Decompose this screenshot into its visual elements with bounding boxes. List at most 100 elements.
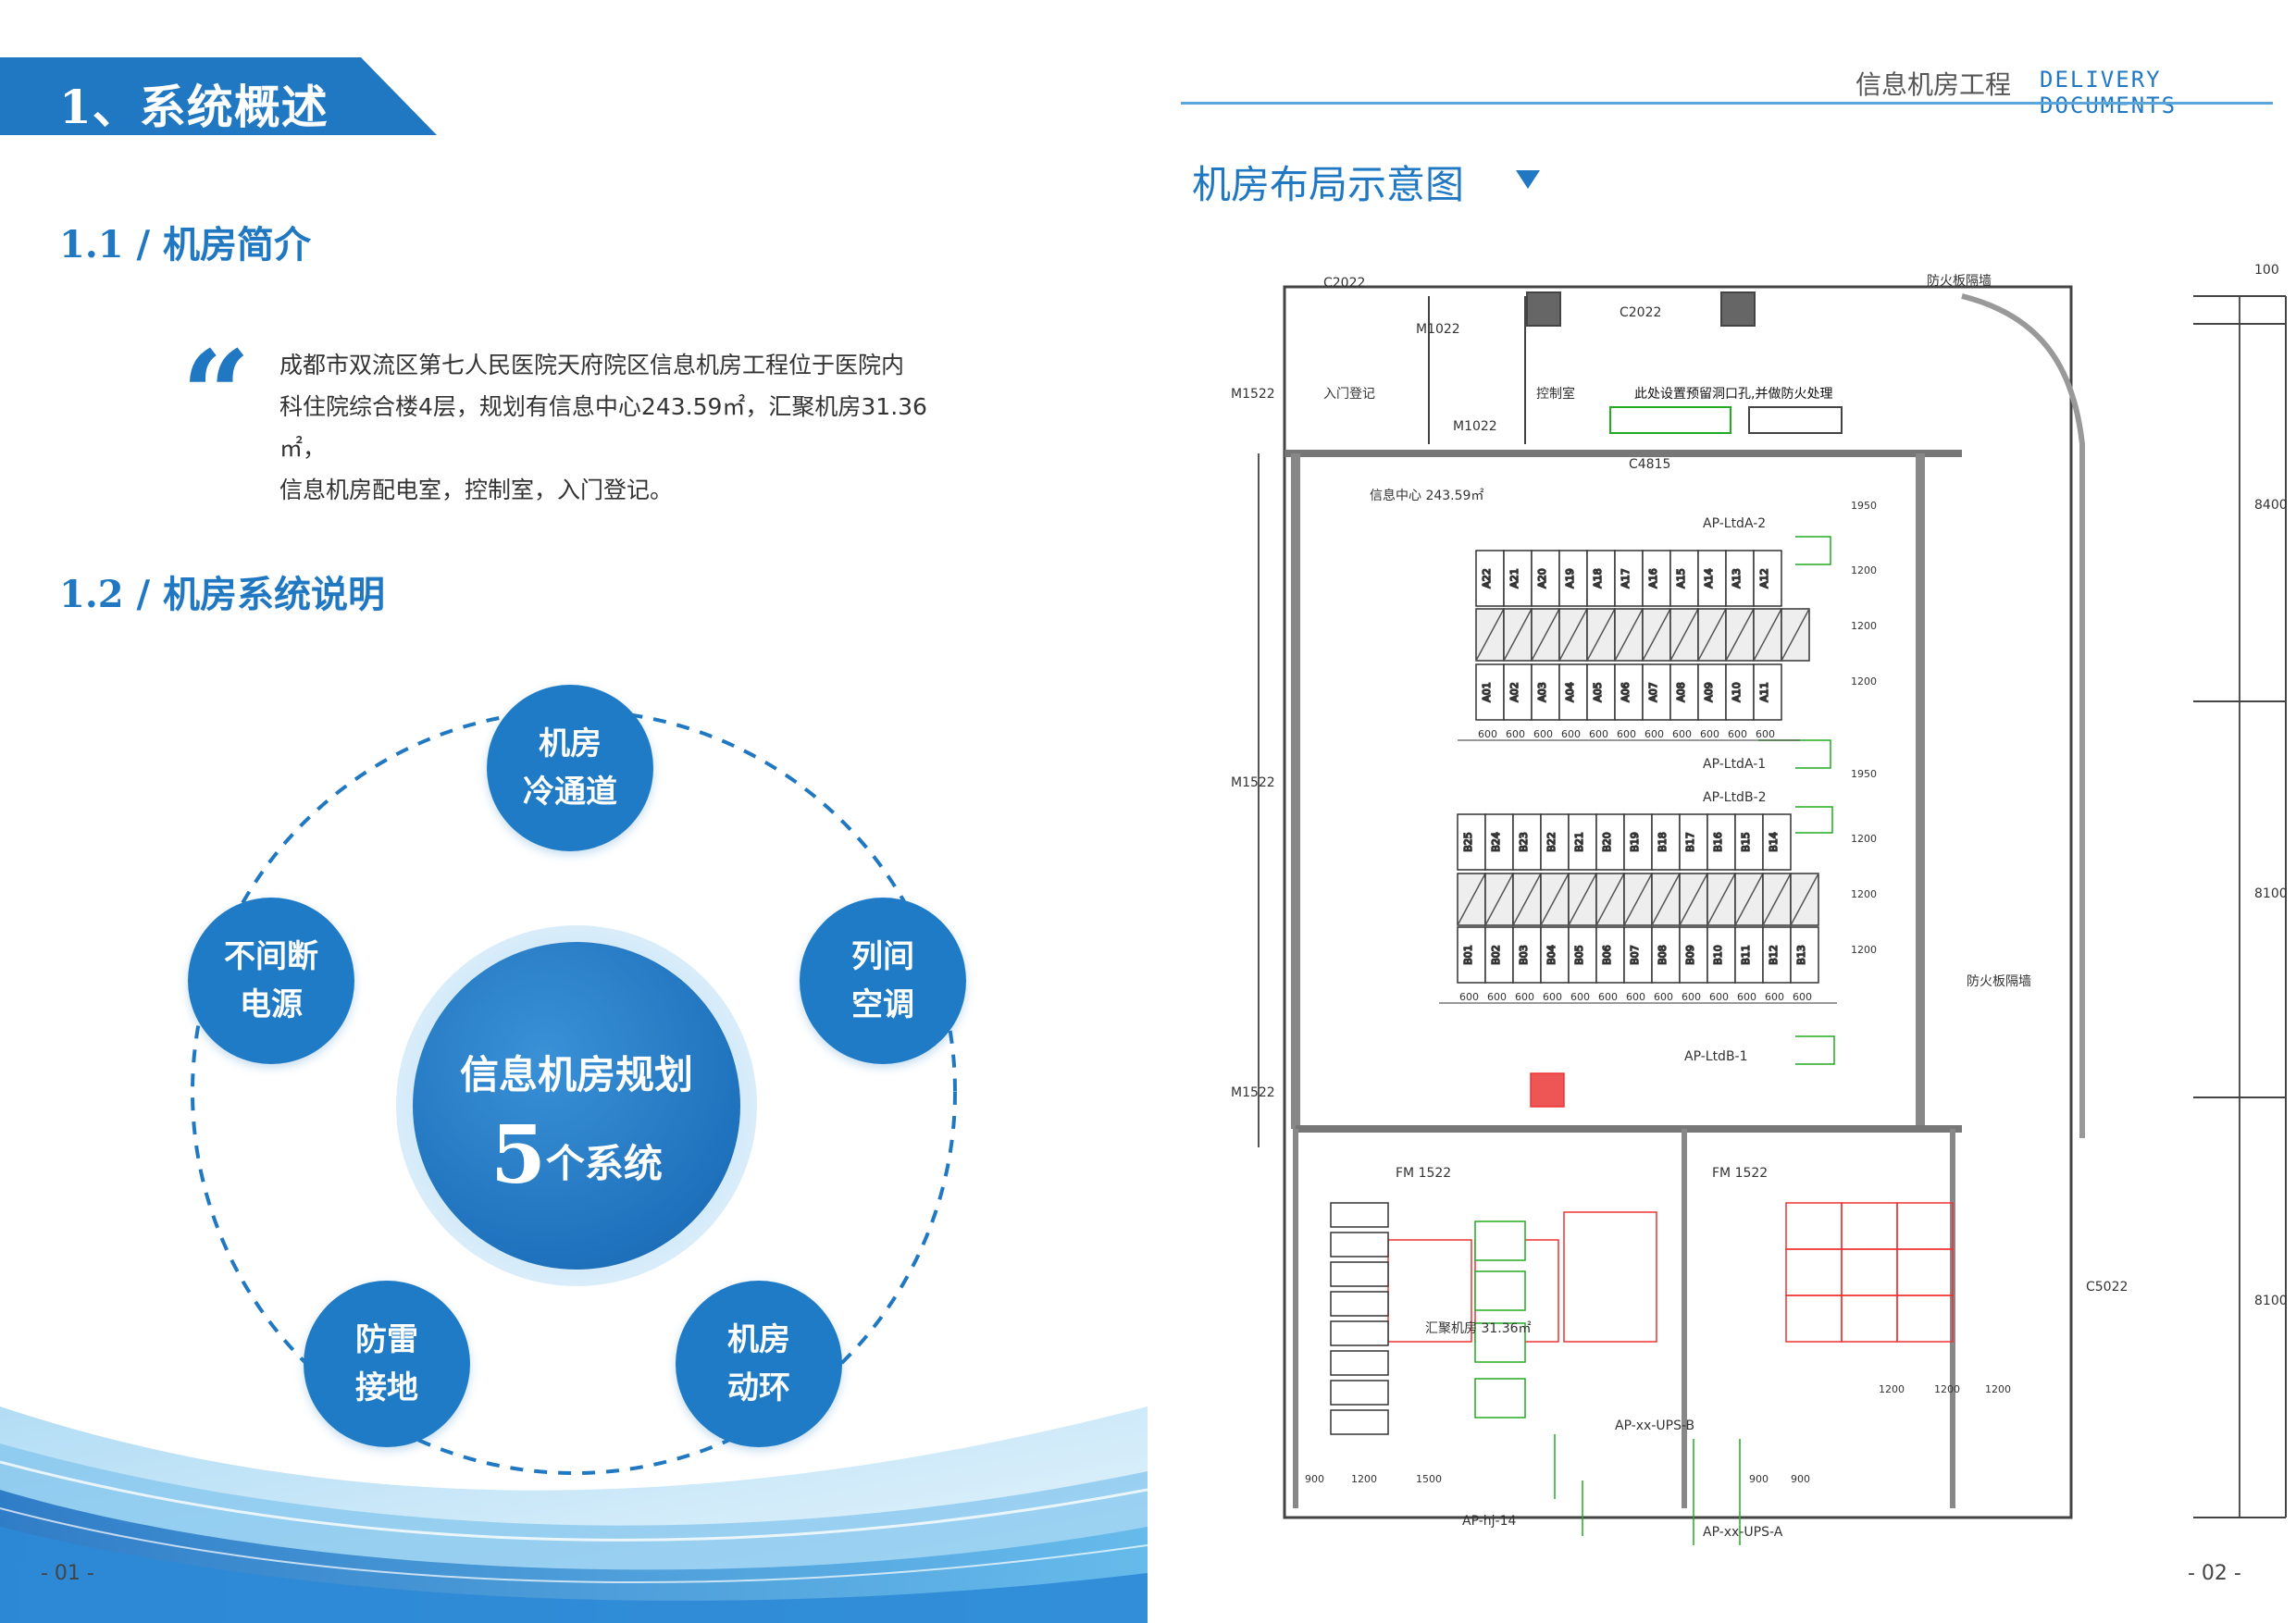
rack-cabinet [1512,813,1542,871]
rack-cabinet [1568,926,1597,984]
rack-label: A07 [1647,682,1659,702]
rack-label: B13 [1795,945,1807,965]
dimension-label: 600 [1709,991,1729,1003]
dimension-label: 600 [1672,728,1692,740]
plan-dim-side: 1950 [1851,768,1877,780]
plan-label-m1022-b: M1022 [1453,419,1497,434]
rack-label: A21 [1508,568,1520,588]
page-number: - 01 - [41,1562,94,1585]
cold-aisle-hatch [1642,608,1671,662]
dimension-label: 600 [1737,991,1756,1003]
rack-label: A10 [1731,682,1743,702]
header-rule [1181,102,2273,105]
header-title-en: DELIVERY DOCUMENTS [2040,67,2178,118]
rack-label: B16 [1712,832,1724,852]
rack-label: A04 [1564,682,1576,702]
rack-label: B21 [1573,832,1585,852]
plan-label-info-center: 信息中心 243.59㎡ [1370,488,1483,503]
dimension-label: 600 [1654,991,1673,1003]
rack-cabinet [1484,813,1514,871]
plan-dim-bottom: 900 [1749,1473,1769,1485]
center-number: 5 [490,1109,546,1202]
rack-cabinet [1558,663,1588,721]
cold-aisle-hatch [1762,873,1792,926]
plan-label-c5022: C5022 [2086,1280,2128,1295]
plan-dim-side: 1200 [1851,564,1877,576]
cold-aisle-hatch [1753,608,1782,662]
rack-cabinet [1595,813,1625,871]
rack-cabinet [1651,813,1681,871]
rack-cabinet [1725,550,1755,607]
dimension-label: 600 [1598,991,1618,1003]
system-ring [191,709,957,1475]
plan-label-c2022-b: C2022 [1620,305,1661,320]
rack-cabinet [1540,926,1570,984]
dimension-label: 600 [1487,991,1507,1003]
dimension-label: 600 [1617,728,1636,740]
node-lightning-ground: 防雷 接地 [304,1281,470,1447]
plan-label-fire-top: 防火板隔墙 [1927,274,1992,289]
cold-aisle-hatch [1531,608,1560,662]
dimension-label: 600 [1626,991,1645,1003]
rack-label: B03 [1518,945,1530,965]
plan-label-c4815: C4815 [1629,457,1670,472]
intro-paragraph: 成都市双流区第七人民医院天府院区信息机房工程位于医院内 科住院综合楼4层，规划有… [279,344,946,511]
intro-line: 成都市双流区第七人民医院天府院区信息机房工程位于医院内 [279,352,905,378]
left-page: 1、系统概述 1.1 / 机房简介 “ 成都市双流区第七人民医院天府院区信息机房… [0,57,1148,1623]
section-banner: 1、系统概述 [0,57,437,135]
plan-dim-side: 1200 [1851,675,1877,688]
rack-cabinet [1484,926,1514,984]
node-ups: 不间断 电源 [188,898,354,1064]
plan-dim-bottom: 1200 [1985,1383,2011,1395]
cold-aisle-hatch [1568,873,1597,926]
rack-cabinet [1669,550,1699,607]
rack-cabinet [1669,663,1699,721]
rack-label: A09 [1703,682,1715,702]
dimension-label: 600 [1756,728,1775,740]
subsection-title-intro: 1.1 / 机房简介 [59,223,312,266]
rack-cabinet [1531,663,1560,721]
dimension-label: 600 [1700,728,1719,740]
rack-cabinet [1568,813,1597,871]
plan-dim-right: 8400 [2254,498,2288,513]
intro-line: 科住院综合楼4层，规划有信息中心243.59㎡，汇聚机房31.36㎡， [279,393,927,462]
rack-label: A16 [1647,568,1659,588]
plan-dim-right: 100 [2254,263,2279,278]
dimension-label: 600 [1682,991,1701,1003]
wave-decoration [0,1406,1148,1623]
plan-label-m1522-c: M1522 [1231,1085,1275,1100]
cold-aisle-hatch [1457,873,1486,926]
rack-label: B01 [1462,945,1474,965]
cold-aisle-hatch [1558,608,1588,662]
rack-label: A18 [1592,568,1604,588]
rack-label: A12 [1758,568,1770,588]
plan-label-apb2: AP-LtdB-2 [1703,790,1767,805]
plan-dim-right: 8100 [2254,1294,2288,1308]
plan-label-fire-right: 防火板隔墙 [1967,974,2031,989]
rack-label: B11 [1740,945,1752,965]
plan-dim-side: 1200 [1851,833,1877,845]
plan-label-c2022-a: C2022 [1323,276,1365,291]
rack-label: A19 [1564,568,1576,588]
header-title-cn: 信息机房工程 [1855,69,2012,100]
dimension-label: 600 [1644,728,1664,740]
rack-label: A08 [1675,682,1687,702]
rack-label: B22 [1545,832,1558,852]
dimension-label: 600 [1589,728,1608,740]
cold-aisle-hatch [1484,873,1514,926]
rack-cabinet [1734,926,1764,984]
plan-label-control: 控制室 [1536,386,1575,402]
node-inrow-ac: 列间 空调 [800,898,966,1064]
rack-label: A05 [1592,682,1604,702]
rack-label: A11 [1758,682,1770,702]
dimension-label: 600 [1478,728,1497,740]
rack-cabinet [1790,926,1819,984]
rack-cabinet [1725,663,1755,721]
rack-cabinet [1642,550,1671,607]
plan-label-entry: 入门登记 [1323,387,1375,402]
rack-label: B20 [1601,832,1613,852]
plan-dim-side: 1950 [1851,500,1877,512]
rack-cabinet [1475,663,1505,721]
cold-aisle-hatch [1790,873,1819,926]
rack-cabinet [1762,813,1792,871]
